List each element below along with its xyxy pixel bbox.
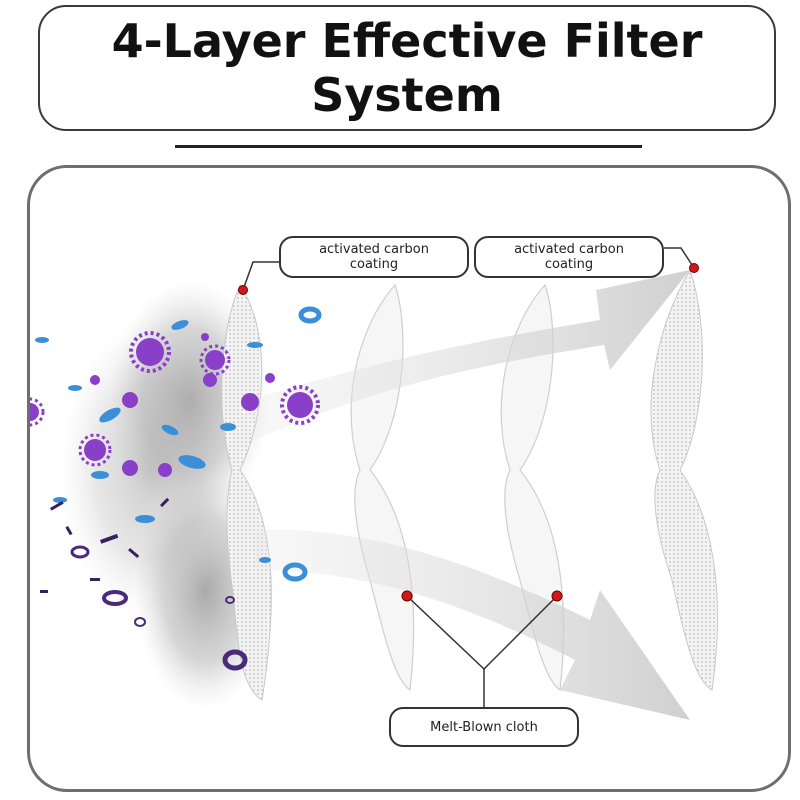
diagram-frame [27,165,791,792]
airflow-arrow-bottom [250,529,690,720]
callout-connectors [242,247,695,707]
callout-activated-carbon-right: activated carbon coating [474,236,664,278]
filter-layer-1 [221,283,272,701]
filter-layer-3 [500,283,565,692]
ring-particle-icon [70,545,248,671]
marker-dot-icon [238,263,699,602]
callout-melt-blown-cloth: Melt-Blown cloth [389,707,579,747]
title-divider [175,145,642,148]
callout-label: activated carbon coating [319,242,429,272]
virus-particle-icon [30,331,320,477]
dust-particle-icon [35,320,271,563]
airflow-arrow-top [250,270,690,440]
callout-label: Melt-Blown cloth [430,719,538,735]
callout-label: activated carbon coating [514,242,624,272]
dust-particle-icon [282,306,322,582]
page-title: 4-Layer Effective Filter System [111,14,703,122]
title-box: 4-Layer Effective Filter System [38,5,776,131]
dust-particle-icon [40,497,170,593]
callout-activated-carbon-left: activated carbon coating [279,236,469,278]
filter-layer-4 [650,268,718,691]
